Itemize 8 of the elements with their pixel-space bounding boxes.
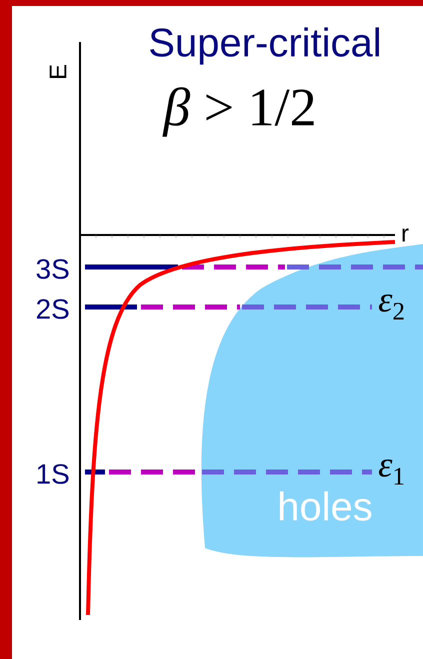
level-label: 1S (38, 464, 68, 484)
level-label: 2S (36, 299, 68, 319)
level-label: 3S (36, 259, 68, 279)
chart-title: Super-critical (150, 27, 379, 65)
energy-label: ε$_{1}$ (378, 460, 404, 485)
energy-label: ε$_{2}$ (378, 294, 404, 320)
condition-formula: β > 1/2 (162, 87, 314, 137)
axis-label: E (50, 65, 66, 78)
